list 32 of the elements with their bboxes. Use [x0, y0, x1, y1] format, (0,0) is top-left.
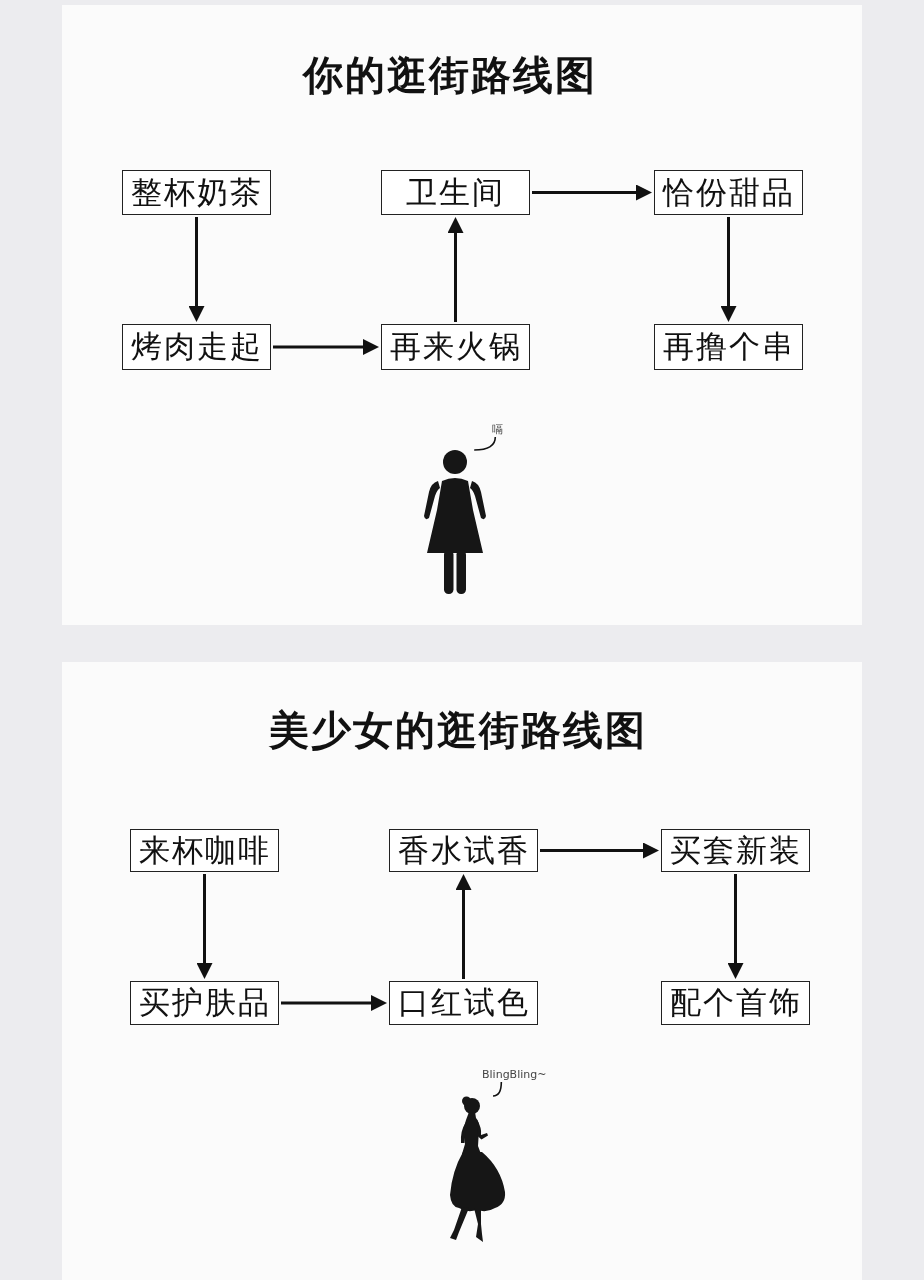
arrow [281, 995, 387, 1011]
step-box: 再撸个串 [654, 324, 803, 370]
arrow [447, 217, 464, 322]
dress-silhouette [448, 1096, 508, 1242]
step-box: 买护肤品 [130, 981, 279, 1025]
leader-line [492, 1081, 503, 1097]
leader-line [473, 436, 497, 451]
step-box: 香水试香 [389, 829, 538, 872]
arrow [273, 339, 379, 355]
step-box: 烤肉走起 [122, 324, 271, 370]
speech-text: BlingBling~ [482, 1068, 547, 1082]
step-box: 配个首饰 [661, 981, 810, 1025]
arrow [532, 184, 652, 201]
woman-silhouette [423, 450, 487, 594]
arrow [727, 874, 744, 979]
arrow [455, 874, 472, 979]
step-box: 卫生间 [381, 170, 530, 215]
step-box: 买套新装 [661, 829, 810, 872]
step-box: 口红试色 [389, 981, 538, 1025]
speech-text: 嗝 [492, 423, 503, 437]
arrow [720, 217, 737, 322]
step-box: 来杯咖啡 [130, 829, 279, 872]
heading: 美少女的逛街路线图 [269, 706, 647, 754]
step-box: 恰份甜品 [654, 170, 803, 215]
step-box: 再来火锅 [381, 324, 530, 370]
step-box: 整杯奶茶 [122, 170, 271, 215]
arrow [188, 217, 205, 322]
arrow [196, 874, 213, 979]
heading: 你的逛街路线图 [303, 51, 597, 99]
arrow [540, 842, 659, 859]
panel-card [62, 5, 862, 625]
panel-card [62, 662, 862, 1280]
